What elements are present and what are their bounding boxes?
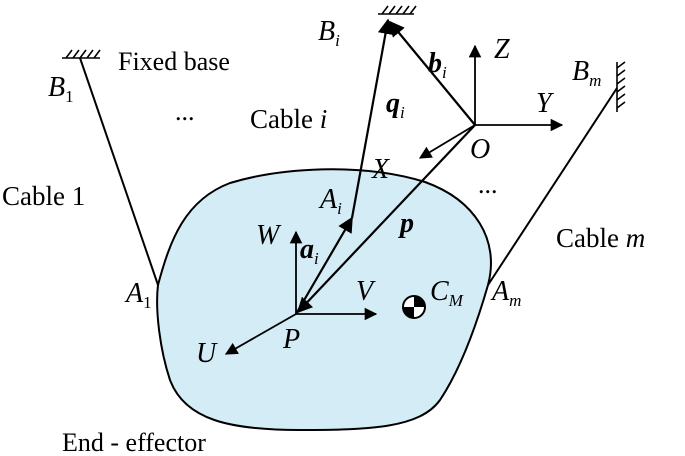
global-frame (418, 44, 564, 159)
label-cable-i: Cable i (250, 104, 327, 134)
label-ai: Ai (318, 184, 342, 218)
label-fixed-base: Fixed base (118, 47, 230, 76)
vector-p (296, 124, 476, 314)
vector-ai (295, 216, 353, 315)
cable-i-vector-qi (350, 18, 394, 219)
label-y: Y (536, 88, 555, 119)
vector-bi (389, 20, 476, 126)
end-effector-body (156, 168, 492, 432)
label-bm: Bm (572, 56, 601, 90)
label-ai-vector: ai (300, 234, 319, 268)
local-frame (224, 230, 378, 355)
label-o: O (470, 134, 490, 165)
label-cable-m: Cable m (556, 223, 645, 253)
cable-m-line (487, 87, 618, 286)
label-b1: B1 (48, 72, 74, 106)
label-w: W (256, 220, 282, 251)
label-cm: CM (430, 276, 464, 310)
label-x: X (371, 154, 390, 185)
label-qi: qi (386, 88, 405, 122)
base-hatch-bi (378, 5, 417, 15)
label-bi-vector: bi (428, 48, 447, 82)
base-hatch-b1 (62, 49, 101, 59)
label-am: Am (490, 276, 521, 310)
label-cable-1: Cable 1 (2, 181, 85, 211)
label-u: U (196, 338, 218, 369)
dots-top: ... (175, 97, 195, 126)
label-p-vector: p (398, 208, 414, 239)
cable-1-line (79, 57, 159, 286)
label-a1: A1 (124, 278, 152, 312)
label-bi: Bi (318, 16, 340, 50)
center-of-mass-icon (402, 295, 426, 319)
base-hatch-bm (616, 61, 626, 112)
label-v: V (356, 276, 376, 307)
label-z: Z (494, 34, 510, 65)
dots-right: ... (478, 170, 498, 199)
label-end-effector: End - effector (62, 428, 206, 456)
label-p-point: P (282, 324, 300, 355)
